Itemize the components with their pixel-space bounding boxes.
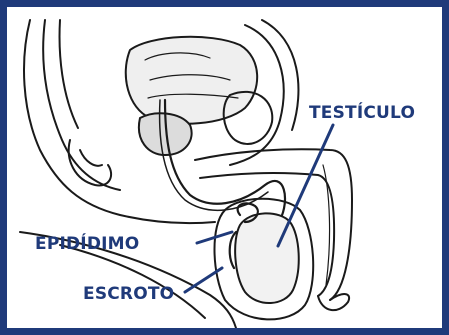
scrotum-pointer-line [185,268,222,292]
anatomy-illustration: TESTÍCULO EPIDÍDIMO ESCROTO [7,7,442,328]
label-epididymis: EPIDÍDIMO [35,232,139,254]
label-scrotum: ESCROTO [83,284,174,304]
bladder [126,37,257,124]
label-testis: TESTÍCULO [309,101,415,123]
testis-shape [235,213,299,303]
testis-pointer-line [278,125,333,246]
